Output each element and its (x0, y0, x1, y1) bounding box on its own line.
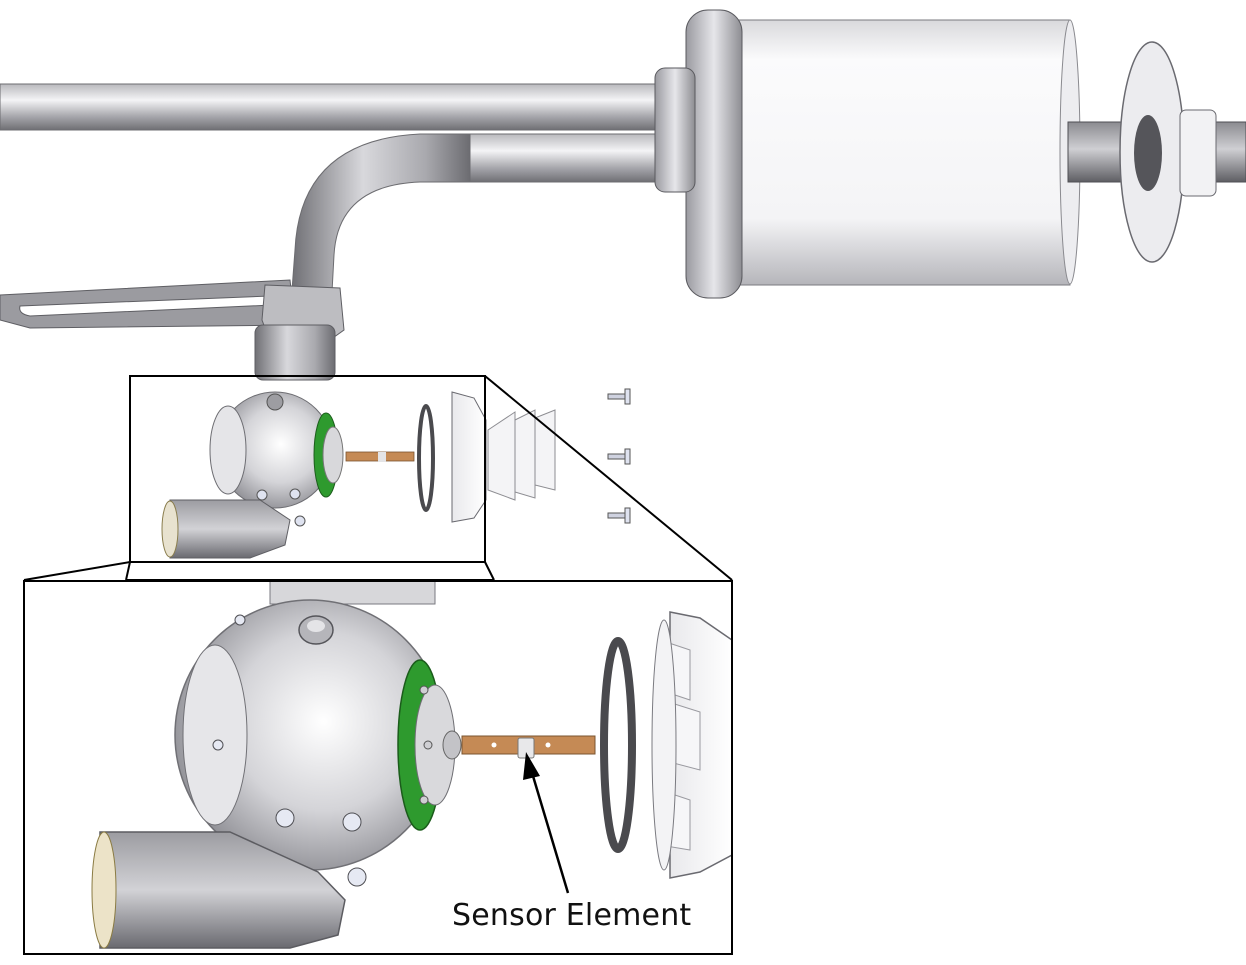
o-ring-small (417, 404, 435, 512)
top-plug (266, 393, 284, 411)
shaft-flange-hub (1134, 115, 1162, 191)
tube-collar (654, 67, 696, 193)
detail-housing-side (182, 644, 248, 826)
fins-small (487, 409, 556, 501)
projection-line-left (23, 561, 131, 581)
bent-tube (291, 133, 471, 293)
shaft-sleeve (1179, 109, 1217, 197)
upper-tube (0, 83, 691, 131)
detail-bolt (234, 614, 246, 626)
coupling (254, 324, 336, 381)
sensor-element-label: Sensor Element (452, 898, 692, 933)
outlet-elbow (169, 499, 291, 559)
flange-hub (322, 426, 344, 484)
bolt (289, 488, 301, 500)
bolt (294, 515, 306, 527)
detail-bolt (347, 867, 367, 887)
projection-line-mid-left (125, 561, 131, 581)
detail-coupling-stub (269, 581, 436, 605)
housing-side (209, 405, 247, 495)
detail-o-ring (600, 637, 636, 853)
overview-sensor-assembly (161, 388, 631, 559)
sensor-chip-small (378, 452, 386, 462)
upper-assembly (0, 9, 1246, 381)
detail-bolt (212, 739, 224, 751)
detail-source-frame (129, 375, 486, 563)
lower-tube (459, 133, 691, 183)
screws (607, 388, 631, 524)
mounting-bracket (0, 279, 296, 329)
main-cylinder (734, 19, 1071, 286)
detail-bolt (342, 812, 362, 832)
detail-view (91, 581, 732, 949)
callout-arrow (523, 752, 570, 894)
outlet-end (161, 500, 179, 558)
projection-line-right (484, 375, 733, 581)
detail-outlet-end (91, 831, 117, 949)
detail-bolt (275, 808, 295, 828)
detail-outlet-elbow (99, 831, 346, 949)
detail-frame (23, 580, 733, 955)
projection-line-mid-right (484, 561, 495, 581)
finned-cover-small (451, 391, 487, 523)
bolt (256, 489, 268, 501)
